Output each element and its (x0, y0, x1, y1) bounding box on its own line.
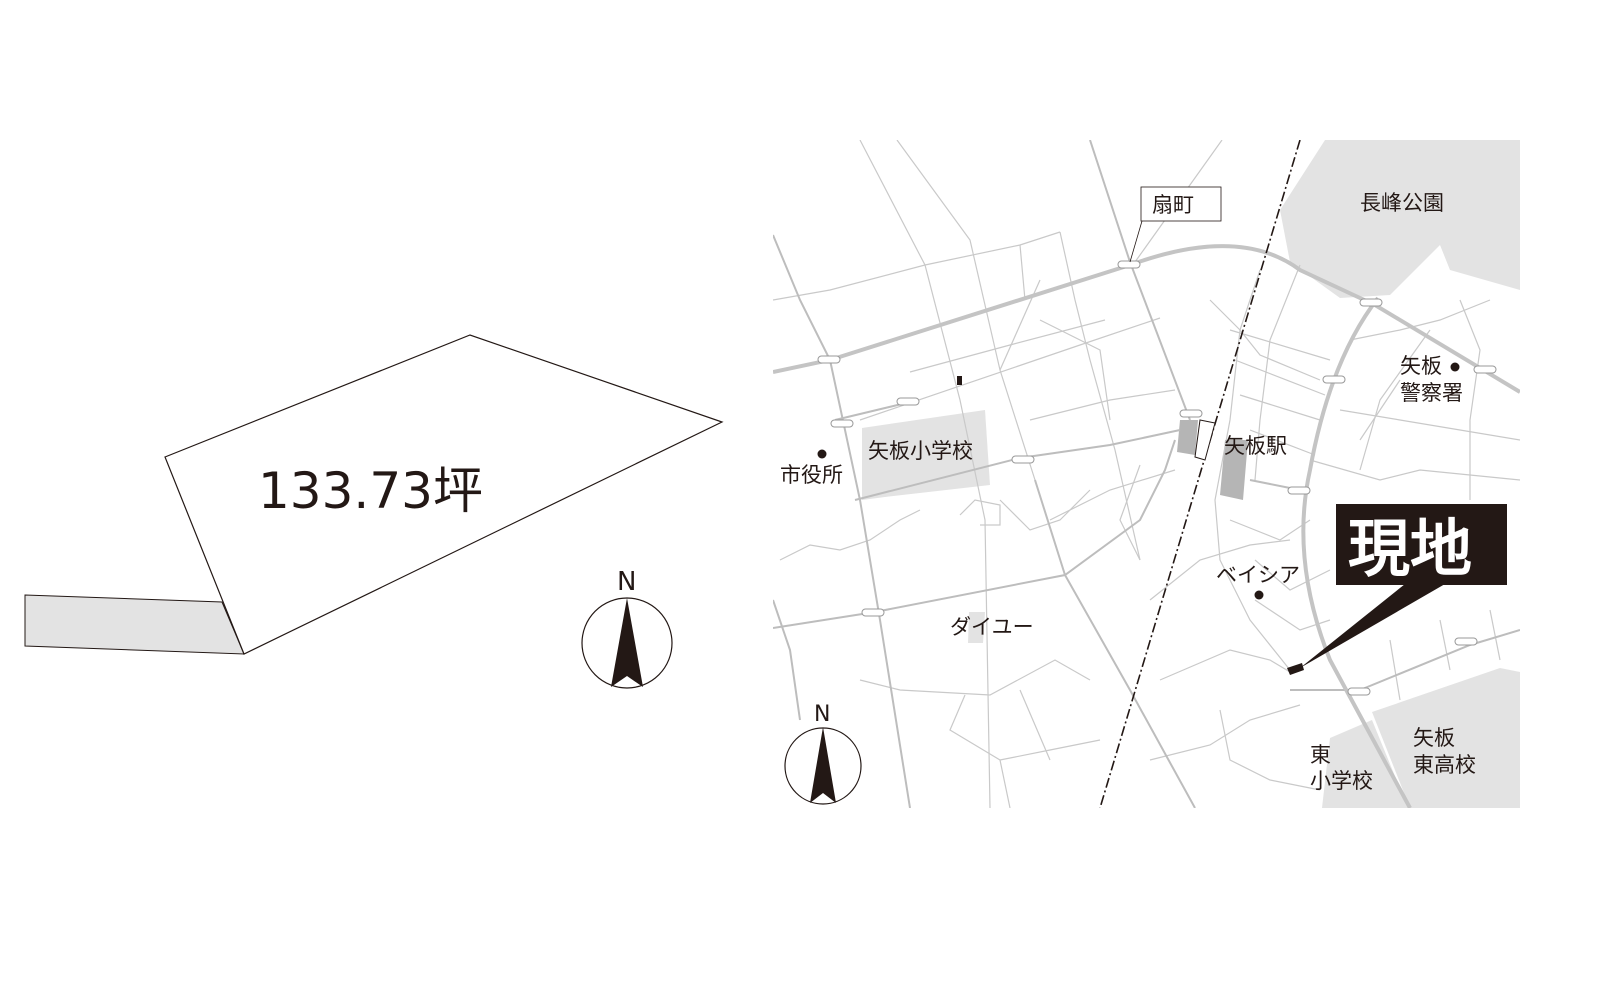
small-building-marker (957, 376, 962, 385)
site-callout: 現地 (1287, 504, 1507, 675)
ougimachi-label: 扇町 (1152, 193, 1194, 217)
parcel-area-label: 133.73坪 (258, 462, 483, 520)
police-label-2: 警察署 (1400, 381, 1463, 405)
police-label-1: 矢板 (1400, 354, 1442, 378)
daiyu-area (968, 612, 985, 643)
railway-line (1099, 140, 1301, 808)
site-label: 現地 (1348, 512, 1472, 585)
higashi-es-label-2: 小学校 (1310, 769, 1373, 793)
map-north-arrow-icon: N (784, 702, 862, 805)
yaita-station-label: 矢板駅 (1224, 434, 1287, 458)
yaita-elementary-area (862, 410, 990, 500)
higashi-es-label-1: 東 (1310, 743, 1331, 767)
map-north-label: N (814, 702, 830, 727)
ougimachi-label-box (1140, 186, 1222, 222)
north-label: N (617, 567, 636, 597)
higashi-hs-area (1372, 668, 1520, 808)
daiyu-label: ダイユー (950, 615, 1034, 639)
higashi-hs-label-2: 東高校 (1413, 753, 1476, 777)
beisia-marker (1254, 590, 1264, 600)
north-arrow-icon: N (581, 567, 673, 689)
higashi-es-area (1322, 720, 1408, 808)
nagamine-park-label: 長峰公園 (1360, 191, 1444, 215)
city-hall-marker (817, 449, 827, 459)
station-platform (1194, 419, 1216, 461)
police-marker (1450, 362, 1460, 372)
station-building (1177, 420, 1198, 455)
site-parcel-marker (1287, 663, 1304, 675)
location-map: 扇町 長峰公園 矢板 警察署 矢板小学校 市役所 矢板駅 ベイシア ダイユー 東… (773, 140, 1520, 808)
site-callout-pointer (1300, 584, 1445, 668)
parcel-outline (164, 334, 724, 655)
traffic-signal-icons (817, 260, 1497, 696)
nagamine-park-area (1280, 140, 1520, 298)
parcel-diagram: 133.73坪 (24, 334, 724, 655)
yaita-elementary-label: 矢板小学校 (868, 439, 973, 463)
station-plaza (1220, 440, 1248, 500)
beisia-label: ベイシア (1216, 563, 1300, 587)
higashi-hs-label-1: 矢板 (1413, 726, 1455, 750)
access-road (24, 594, 245, 655)
city-hall-label: 市役所 (780, 463, 843, 487)
